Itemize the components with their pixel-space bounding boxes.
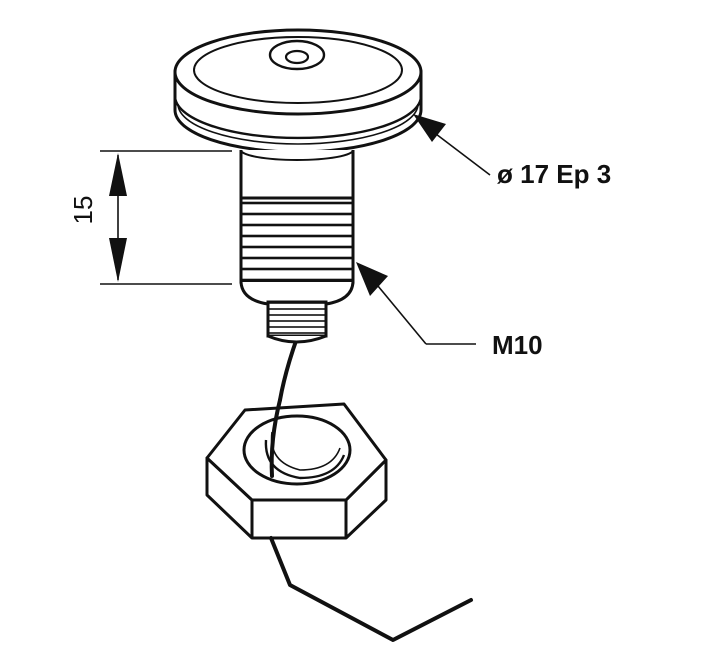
bolt-threaded-section: [239, 196, 355, 284]
hex-nut-hole: [242, 414, 352, 486]
dimension-arrow-top: [109, 153, 127, 196]
dimension-arrow-bottom: [109, 238, 127, 282]
dimension-value: 15: [68, 196, 98, 225]
wire: [269, 336, 473, 642]
bolt-head: [173, 28, 423, 154]
head-spec-label: ø 17 Ep 3: [497, 159, 611, 189]
hex-nut: [205, 402, 388, 540]
bolt-shank: [239, 149, 355, 344]
leader-head-spec: [413, 114, 491, 176]
bolt-tip: [266, 300, 328, 338]
bolt-head-top: [173, 28, 423, 116]
leader-thread-spec: [356, 262, 476, 345]
dimension-15: [100, 150, 232, 285]
thread-spec-label: M10: [492, 330, 543, 360]
